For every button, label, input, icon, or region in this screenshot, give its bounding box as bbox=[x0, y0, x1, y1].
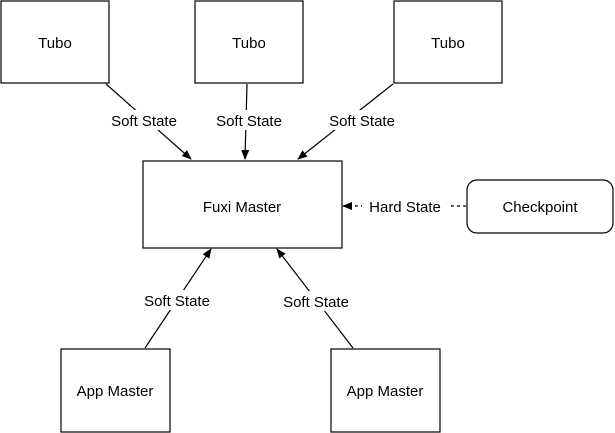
node-tubo-center: Tubo bbox=[194, 0, 304, 84]
node-fuxi-master: Fuxi Master bbox=[142, 160, 343, 249]
node-label-checkpoint: Checkpoint bbox=[502, 199, 578, 216]
node-label-tubo-right: Tubo bbox=[431, 35, 465, 52]
node-label-tubo-left: Tubo bbox=[38, 35, 72, 52]
node-label-app-master-right: App Master bbox=[347, 383, 424, 400]
node-app-master-right: App Master bbox=[330, 348, 441, 433]
node-tubo-right: Tubo bbox=[393, 0, 503, 84]
node-label-tubo-center: Tubo bbox=[232, 35, 266, 52]
edge-labels: Soft State Soft State Soft State Hard St… bbox=[104, 110, 450, 311]
node-app-master-left: App Master bbox=[60, 348, 171, 433]
edge-label-tubo-center: Soft State bbox=[216, 113, 282, 130]
edge-label-tubo-right: Soft State bbox=[329, 113, 395, 130]
node-label-fuxi-master: Fuxi Master bbox=[203, 199, 281, 216]
edge-label-checkpoint: Hard State bbox=[369, 199, 441, 216]
edge-label-app-left: Soft State bbox=[144, 293, 210, 310]
node-tubo-left: Tubo bbox=[0, 0, 110, 84]
edge-label-app-right: Soft State bbox=[283, 294, 349, 311]
edge-label-tubo-left: Soft State bbox=[111, 113, 177, 130]
node-checkpoint: Checkpoint bbox=[466, 179, 614, 234]
node-label-app-master-left: App Master bbox=[77, 383, 154, 400]
